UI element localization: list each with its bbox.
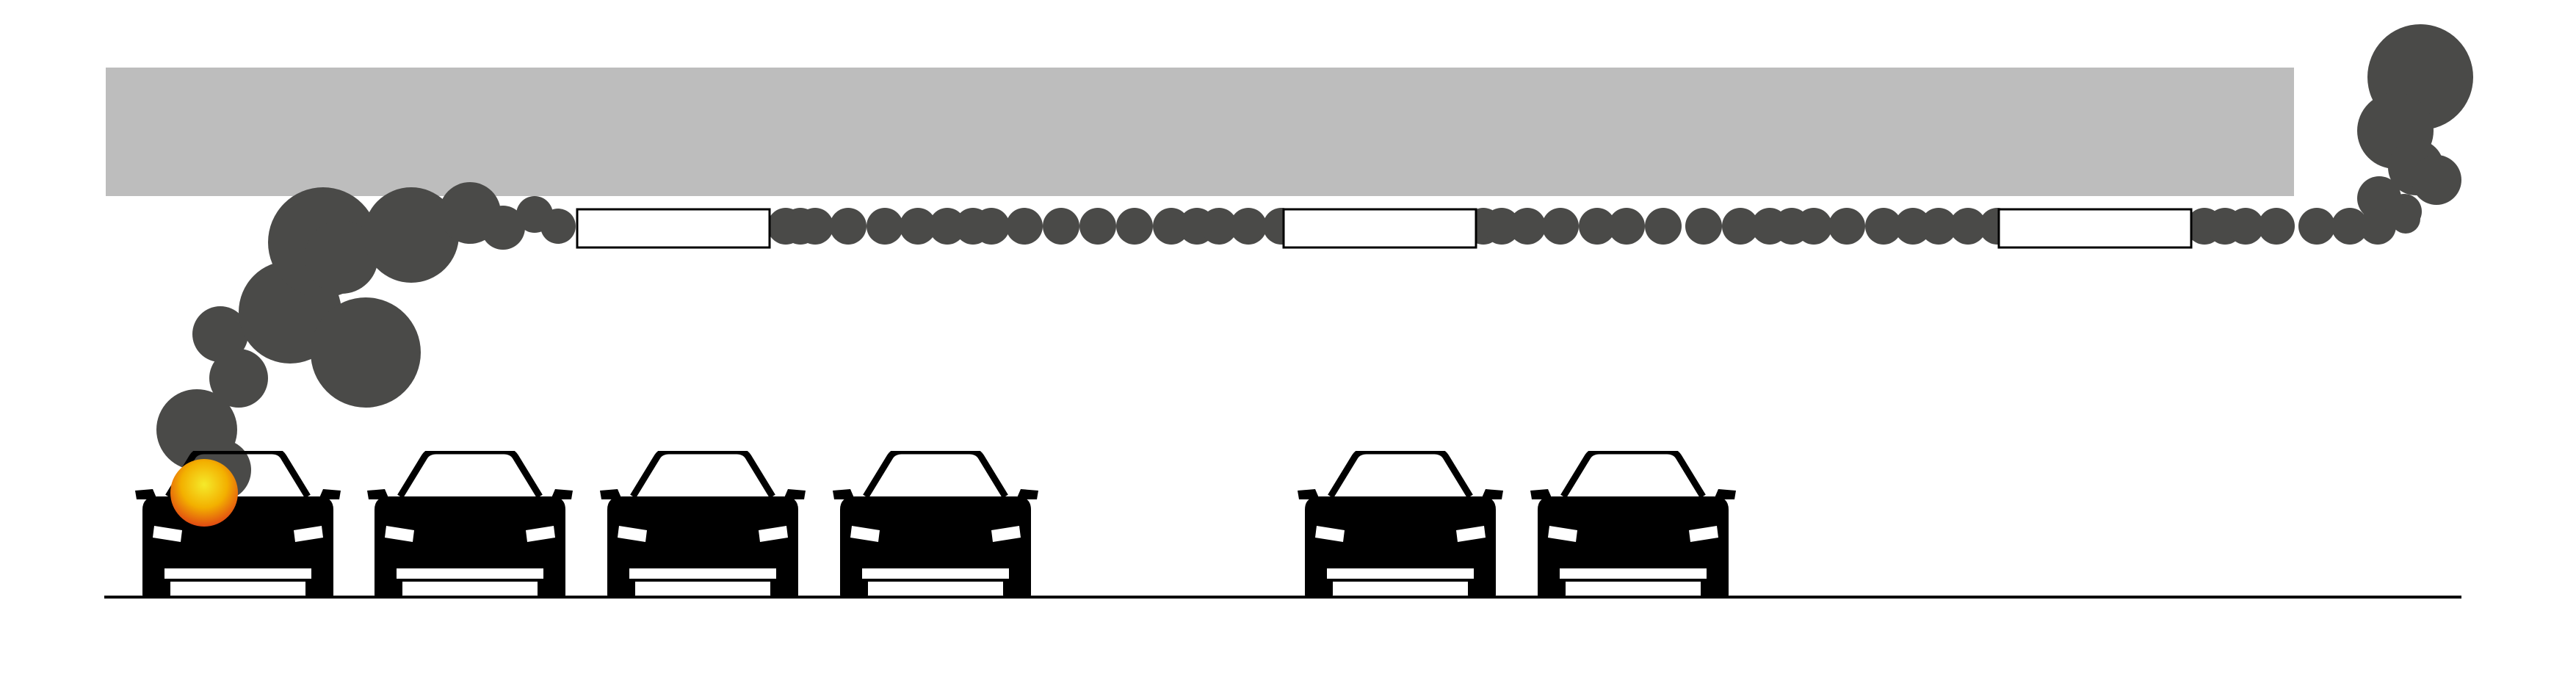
smoke-icon <box>540 209 576 244</box>
smoke-icon <box>209 349 268 408</box>
smoke-icon <box>1542 208 1579 245</box>
smoke-icon <box>1608 208 1645 245</box>
smoke-icon <box>830 208 866 245</box>
smoke-icon <box>2227 208 2264 245</box>
ceiling-vent <box>1282 208 1477 249</box>
smoke-icon <box>363 187 459 283</box>
smoke-icon <box>1685 208 1722 245</box>
smoke-icon <box>1483 208 1520 245</box>
smoke-icon <box>1795 208 1832 245</box>
car-icon <box>833 451 1038 598</box>
smoke-icon <box>1722 208 1759 245</box>
car-icon <box>600 451 806 598</box>
smoke-icon <box>2331 208 2368 245</box>
smoke-icon <box>2412 155 2461 205</box>
smoke-icon <box>973 208 1010 245</box>
smoke-icon <box>2298 208 2335 245</box>
smoke-icon <box>192 306 248 362</box>
smoke-icon <box>900 208 936 245</box>
smoke-icon <box>1828 208 1865 245</box>
smoke-icon <box>1645 208 1682 245</box>
smoke-icon <box>1043 208 1079 245</box>
smoke-icon <box>481 206 525 250</box>
smoke-layer <box>156 24 2473 501</box>
smoke-icon <box>311 297 421 408</box>
tunnel-ceiling <box>106 68 2294 196</box>
smoke-icon <box>1579 208 1616 245</box>
smoke-icon <box>1230 208 1267 245</box>
smoke-icon <box>866 208 903 245</box>
smoke-icon <box>305 220 378 294</box>
car-icon <box>367 451 573 598</box>
smoke-icon <box>1201 208 1237 245</box>
car-icon <box>1530 451 1736 598</box>
smoke-icon <box>2359 208 2396 245</box>
car-row <box>135 451 1736 598</box>
ceiling-vent <box>1997 208 2193 249</box>
fire-icon <box>170 459 238 527</box>
smoke-icon <box>929 208 966 245</box>
smoke-icon <box>1865 208 1902 245</box>
smoke-icon <box>2258 208 2295 245</box>
ceiling-vents <box>576 208 2193 249</box>
ceiling-vent <box>576 208 771 249</box>
car-icon <box>1298 451 1503 598</box>
smoke-icon <box>1895 208 1931 245</box>
smoke-icon <box>1006 208 1043 245</box>
smoke-icon <box>1153 208 1190 245</box>
smoke-icon <box>1079 208 1116 245</box>
smoke-icon <box>797 208 833 245</box>
smoke-icon <box>1920 208 1957 245</box>
smoke-icon <box>1116 208 1153 245</box>
smoke-icon <box>1950 208 1986 245</box>
smoke-icon <box>1509 208 1546 245</box>
smoke-icon <box>2391 204 2420 234</box>
